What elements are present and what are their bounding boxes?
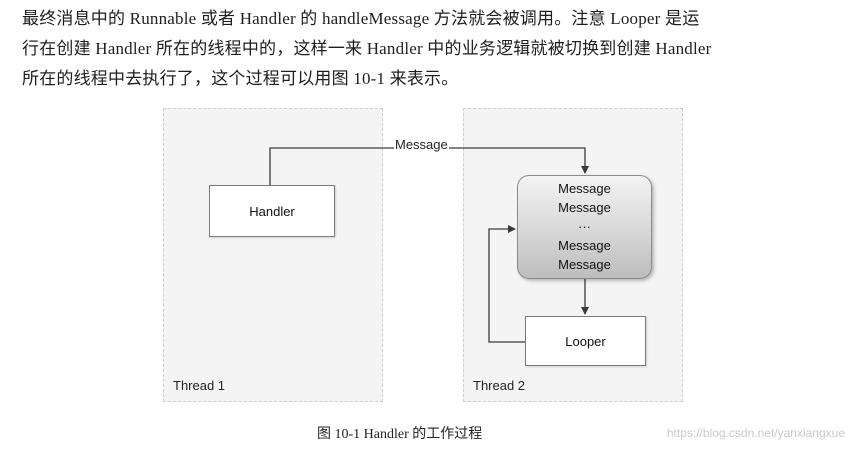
queue-message-1: Message [558, 181, 611, 196]
paragraph-line-3: 所在的线程中去执行了，这个过程可以用图 10-1 来表示。 [22, 69, 459, 88]
looper-box: Looper [525, 316, 646, 366]
queue-ellipsis: ··· [578, 219, 591, 234]
queue-message-2: Message [558, 200, 611, 215]
source-watermark: https://blog.csdn.net/yanxiangxue [666, 426, 845, 440]
message-edge-label: Message [394, 137, 449, 152]
looper-label: Looper [565, 333, 606, 349]
thread-1-region [163, 108, 383, 402]
message-queue-box: Message Message ··· Message Message [517, 175, 652, 279]
paragraph-line-1: 最终消息中的 Runnable 或者 Handler 的 handleMessa… [22, 9, 700, 28]
looper-loop-arrow [488, 225, 525, 343]
queue-message-4: Message [558, 257, 611, 272]
queue-message-3: Message [558, 238, 611, 253]
body-paragraph: 最终消息中的 Runnable 或者 Handler 的 handleMessa… [22, 4, 842, 94]
handler-label: Handler [249, 203, 295, 219]
figure-caption: 图 10-1 Handler 的工作过程 [317, 427, 483, 442]
thread-2-label: Thread 2 [473, 378, 526, 393]
handler-box: Handler [209, 185, 335, 237]
thread-1-label: Thread 1 [173, 378, 226, 393]
paragraph-line-2: 行在创建 Handler 所在的线程中的，这样一来 Handler 中的业务逻辑… [22, 39, 712, 58]
